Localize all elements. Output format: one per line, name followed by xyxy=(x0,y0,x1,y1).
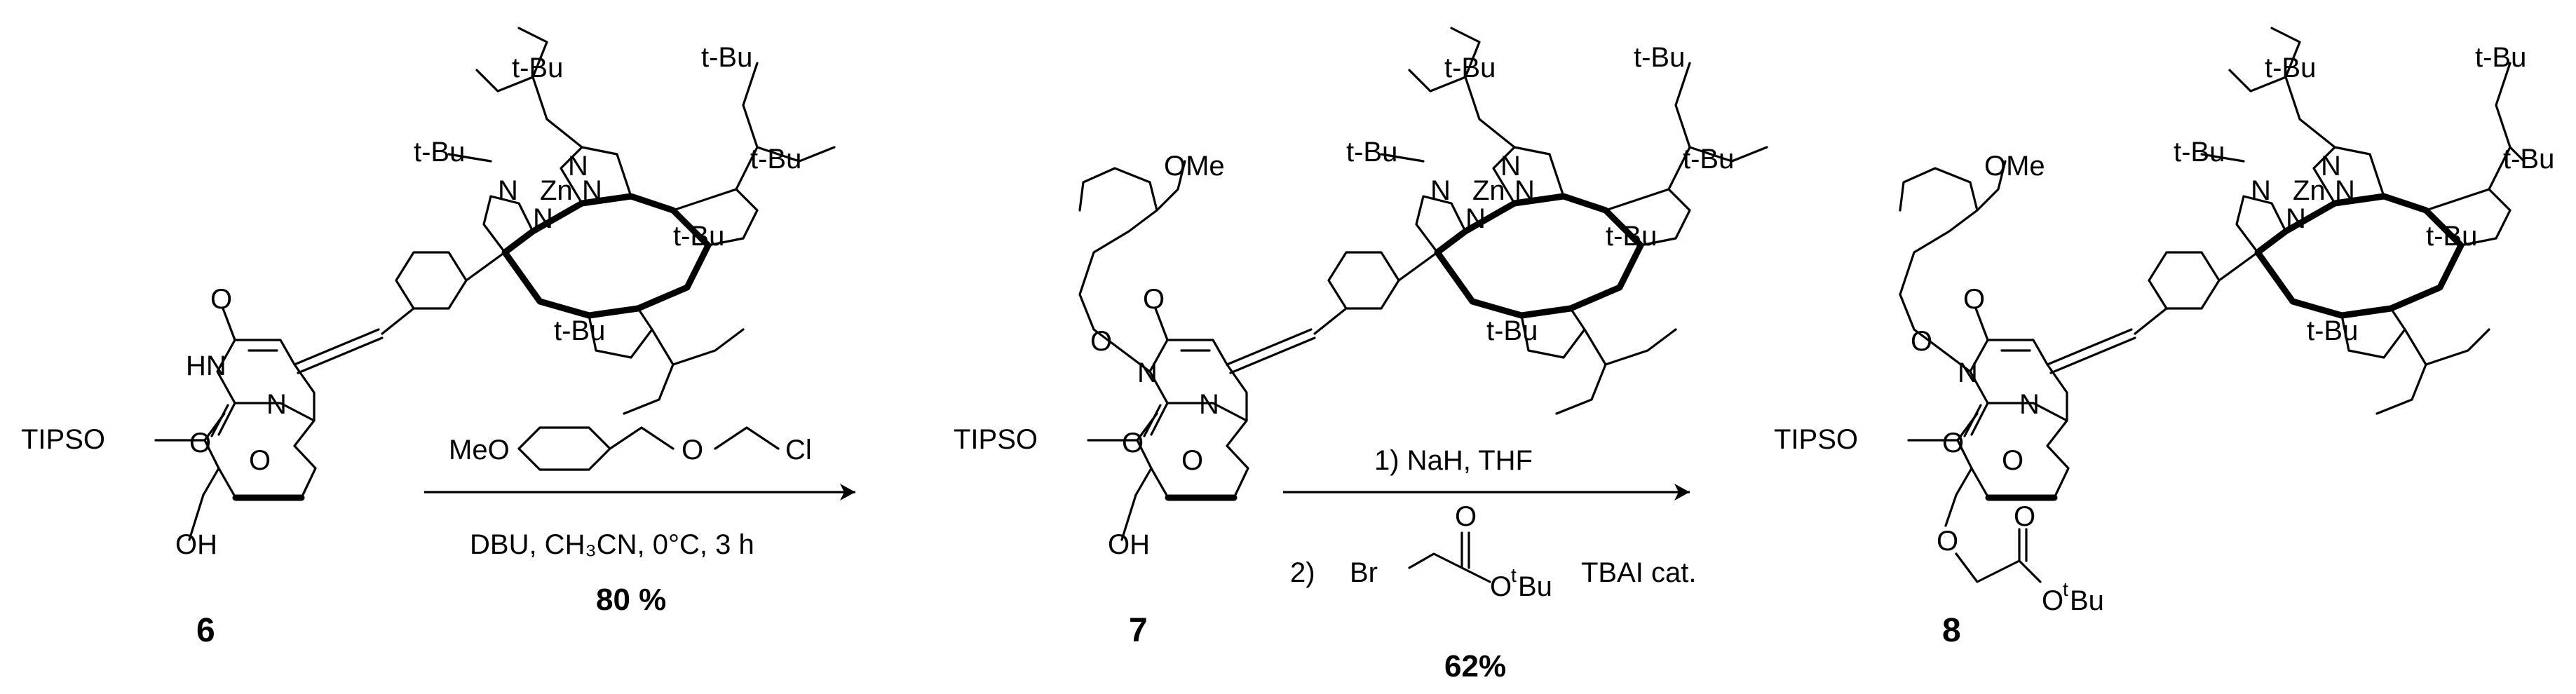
tbu-label: t-Bu xyxy=(673,221,724,252)
compound-7: TIPSO O OH O O N N OMe O t-Bu t-Bu t-Bu … xyxy=(954,27,1768,649)
tbu-label: t-Bu xyxy=(2426,221,2477,252)
zinc-label: Zn xyxy=(540,175,573,206)
compound-number: 6 xyxy=(196,612,215,649)
tipso-label: TIPSO xyxy=(1774,424,1858,455)
c2-oxygen: O xyxy=(189,428,211,458)
tbu-label: t-Bu xyxy=(2307,315,2358,346)
carbonyl-oxygen: O xyxy=(2014,501,2035,532)
arrow-head xyxy=(840,484,855,501)
tbu-label: t-Bu xyxy=(750,144,801,175)
porphyrin-8 xyxy=(2235,146,2511,359)
tbu-label: t-Bu xyxy=(414,137,465,168)
n3-label: N xyxy=(1137,358,1158,388)
n1-label: N xyxy=(1199,389,1219,420)
nitrogen-label: N xyxy=(533,203,553,234)
reagent-methoxy: MeO xyxy=(449,435,510,465)
ester-butyl: Bu xyxy=(2070,585,2104,616)
tbu-label: t-Bu xyxy=(1683,144,1734,175)
tbu-label: t-Bu xyxy=(1606,221,1657,252)
compound-number: 8 xyxy=(1942,612,1961,649)
tbu-label: t-Bu xyxy=(1634,42,1685,73)
yield-text: 80 % xyxy=(596,583,666,617)
nitrogen-label: N xyxy=(2335,175,2355,206)
zinc-label: Zn xyxy=(2293,175,2326,206)
step2-butyl: Bu xyxy=(1518,571,1552,602)
nitrogen-label: N xyxy=(582,175,602,206)
step2-ester-oxygen: O xyxy=(1490,571,1512,602)
zinc-label: Zn xyxy=(1472,175,1505,206)
c4-oxygen: O xyxy=(210,284,232,315)
reagent-oxygen: O xyxy=(682,435,703,465)
ring-oxygen: O xyxy=(2002,445,2023,476)
compound-number: 7 xyxy=(1129,612,1148,649)
c4-oxygen: O xyxy=(1143,284,1165,315)
ether-oxygen: O xyxy=(1911,326,1932,357)
n3-label: N xyxy=(1958,358,1978,388)
ring-oxygen: O xyxy=(1181,445,1203,476)
reaction-2: 1) NaH, THF 2) Br O O t Bu TBAI cat. 62% xyxy=(1283,445,1697,683)
nitrogen-label: N xyxy=(2286,203,2306,234)
tbu-label: t-Bu xyxy=(1346,137,1397,168)
n1-label: N xyxy=(266,389,287,420)
ether-oxygen: O xyxy=(1090,326,1112,357)
conditions-text: DBU, CH₃CN, 0°C, 3 h xyxy=(470,529,754,560)
tipso-label: TIPSO xyxy=(954,424,1038,455)
step2-prefix: 2) xyxy=(1290,557,1315,588)
methoxy-label: OMe xyxy=(1984,151,2045,182)
nitrogen-label: N xyxy=(2251,175,2271,206)
porphyrin-7 xyxy=(1415,146,1691,359)
nitrogen-label: N xyxy=(568,151,588,182)
n1-label: N xyxy=(2019,389,2040,420)
n3-label: HN xyxy=(186,351,226,381)
reaction-1: MeO O Cl DBU, CH₃CN, 0°C, 3 h 80 % xyxy=(424,426,855,617)
o3-label: O xyxy=(1937,526,1958,557)
hydroxyl-label: OH xyxy=(175,529,217,560)
c2-oxygen: O xyxy=(1942,428,1964,458)
nitrogen-label: N xyxy=(1514,175,1535,206)
tbu-label: t-Bu xyxy=(1444,53,1496,83)
tbu-label: t-Bu xyxy=(2174,137,2225,168)
ester-tert: t xyxy=(2063,578,2068,600)
nitrogen-label: N xyxy=(1500,151,1521,182)
ring-oxygen: O xyxy=(249,445,271,476)
nitrogen-label: N xyxy=(1430,175,1451,206)
methoxy-label: OMe xyxy=(1164,151,1225,182)
nitrogen-label: N xyxy=(1465,203,1486,234)
tbu-label: t-Bu xyxy=(2503,144,2554,175)
c4-oxygen: O xyxy=(1963,284,1985,315)
step2-carbonyl-oxygen: O xyxy=(1455,501,1477,532)
compound-6: TIPSO O OH O O HN N t-Bu t-Bu t-Bu t-Bu … xyxy=(21,27,836,649)
tbu-label: t-Bu xyxy=(2475,42,2526,73)
compound-8: TIPSO O O O O t Bu O O N N OMe O t-Bu t-… xyxy=(1774,27,2554,649)
step1-text: 1) NaH, THF xyxy=(1374,445,1533,476)
nitrogen-label: N xyxy=(498,175,518,206)
tbu-label: t-Bu xyxy=(512,53,563,83)
tbu-label: t-Bu xyxy=(2265,53,2316,83)
yield-text: 62% xyxy=(1444,649,1506,683)
tipso-label: TIPSO xyxy=(21,424,105,455)
step2-tert: t xyxy=(1511,564,1517,586)
hydroxyl-label: OH xyxy=(1108,529,1150,560)
porphyrin-6 xyxy=(482,146,759,359)
ester-oxygen: O xyxy=(2042,585,2063,616)
tbu-label: t-Bu xyxy=(701,42,752,73)
step2-bromine: Br xyxy=(1350,557,1378,588)
step2-suffix: TBAI cat. xyxy=(1581,557,1697,588)
c2-oxygen: O xyxy=(1122,428,1144,458)
nitrogen-label: N xyxy=(2321,151,2341,182)
tbu-label: t-Bu xyxy=(554,315,605,346)
tbu-label: t-Bu xyxy=(1486,315,1538,346)
reagent-chlorine: Cl xyxy=(785,435,812,465)
arrow-head xyxy=(1674,484,1690,501)
